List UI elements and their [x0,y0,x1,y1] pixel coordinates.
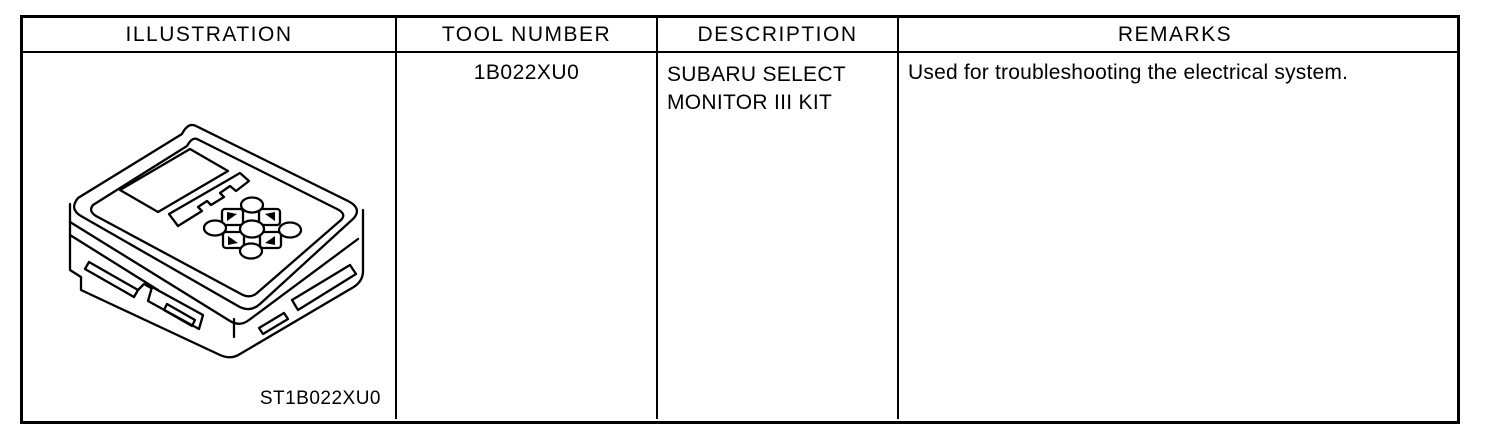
illustration-cell: ST1B022XU0 [23,53,397,419]
tool-number-cell: 1B022XU0 [397,53,658,419]
button-up [239,196,265,214]
device-illustration [50,98,390,393]
select-monitor-device-icon [68,123,365,359]
connector-slot-long [83,260,140,299]
connector-slot-small [257,311,290,336]
device-trim-band [167,171,251,228]
device-seam-line-2 [68,233,160,292]
table-row: ST1B022XU0 1B022XU0 SUBARU SELECT MONITO… [23,53,1457,419]
remarks-cell: Used for troubleshooting the electrical … [899,53,1451,419]
arrow-se-glyph [265,236,275,245]
description-cell: SUBARU SELECT MONITOR III KIT [658,53,899,419]
button-down [238,242,264,260]
connector-slot-inner [162,302,197,328]
device-seam-line [68,220,360,325]
arrow-ne-glyph [265,212,275,221]
header-remarks: REMARKS [899,18,1451,51]
button-left [202,219,228,237]
header-tool-number: TOOL NUMBER [397,18,658,51]
device-top-face [73,123,359,311]
description-line-1: SUBARU SELECT [667,63,846,86]
device-body-outline [68,202,365,359]
button-center [238,219,266,239]
arrow-nw-glyph [227,212,237,221]
header-remarks-label: REMARKS [1117,22,1233,46]
connector-panel [146,285,205,331]
button-right [277,221,303,239]
table-header-row: ILLUSTRATION TOOL NUMBER DESCRIPTION REM… [23,18,1457,53]
illustration-caption: ST1B022XU0 [259,388,381,409]
device-screen [118,147,230,214]
header-illustration: ILLUSTRATION [23,18,397,51]
arrow-sw-glyph [228,236,238,245]
slot-step [136,282,153,292]
remarks-text: Used for troubleshooting the electrical … [908,61,1349,84]
header-illustration-label: ILLUSTRATION [125,22,293,46]
tool-number-value: 1B022XU0 [473,61,580,84]
header-description: DESCRIPTION [658,18,899,51]
header-description-label: DESCRIPTION [697,22,858,46]
connector-slot-right [290,263,358,312]
device-face-bevel [89,137,345,298]
special-tools-table: ILLUSTRATION TOOL NUMBER DESCRIPTION REM… [20,15,1460,424]
header-tool-number-label: TOOL NUMBER [441,22,612,46]
description-line-2: MONITOR III KIT [667,91,833,114]
